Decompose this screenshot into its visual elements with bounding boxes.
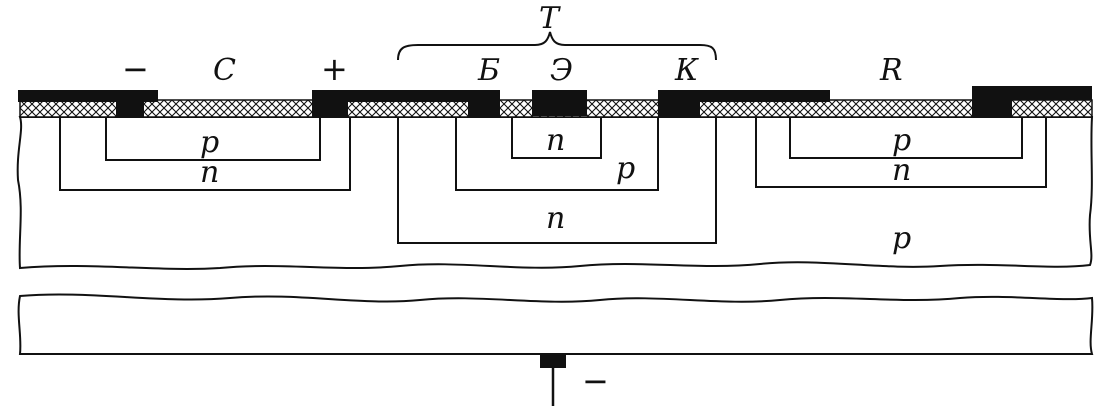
resistor-label: R (879, 53, 903, 88)
collector-label: К (674, 53, 699, 88)
substrate-contact (540, 354, 566, 368)
substrate-p-label: p (892, 221, 911, 256)
emitter-label: Э (550, 53, 573, 88)
transistor-brace (397, 31, 717, 61)
resistor-n-region (755, 117, 1047, 188)
capacitor-minus-contact (18, 90, 158, 102)
base-via (468, 100, 500, 118)
capacitor-minus-via (116, 100, 144, 118)
substrate-lower-body (17, 293, 1094, 355)
capacitor-p-label: p (200, 125, 219, 160)
capacitor-minus-label: − (122, 50, 149, 88)
resistor-n-label: n (892, 153, 911, 188)
emitter-contact (532, 90, 587, 102)
capacitor-n-label: n (200, 155, 219, 190)
capacitor-plus-base-contact (312, 90, 500, 102)
emitter-n-label: n (546, 123, 565, 158)
capacitor-plus-via (312, 100, 348, 118)
transistor-label: T (539, 1, 561, 36)
resistor-p-region (789, 117, 1023, 159)
substrate-upper-body (16, 116, 1094, 270)
capacitor-plus-label: + (321, 50, 348, 88)
capacitor-n-region (59, 117, 351, 191)
substrate-minus-label: − (582, 362, 609, 400)
emitter-via (532, 100, 587, 116)
transistor-emitter-n-region (511, 117, 602, 159)
collector-via (658, 100, 700, 118)
base-p-label: p (616, 151, 635, 186)
resistor-right-via (972, 98, 1012, 118)
resistor-right-contact (972, 86, 1092, 100)
transistor-base-p-region (455, 117, 659, 191)
capacitor-p-region (105, 117, 321, 161)
collector-n-label: n (546, 201, 565, 236)
capacitor-label: C (213, 53, 236, 88)
collector-resistor-contact (658, 90, 830, 102)
base-label: Б (477, 53, 500, 88)
resistor-p-label: p (892, 123, 911, 158)
transistor-collector-n-region (397, 117, 717, 244)
